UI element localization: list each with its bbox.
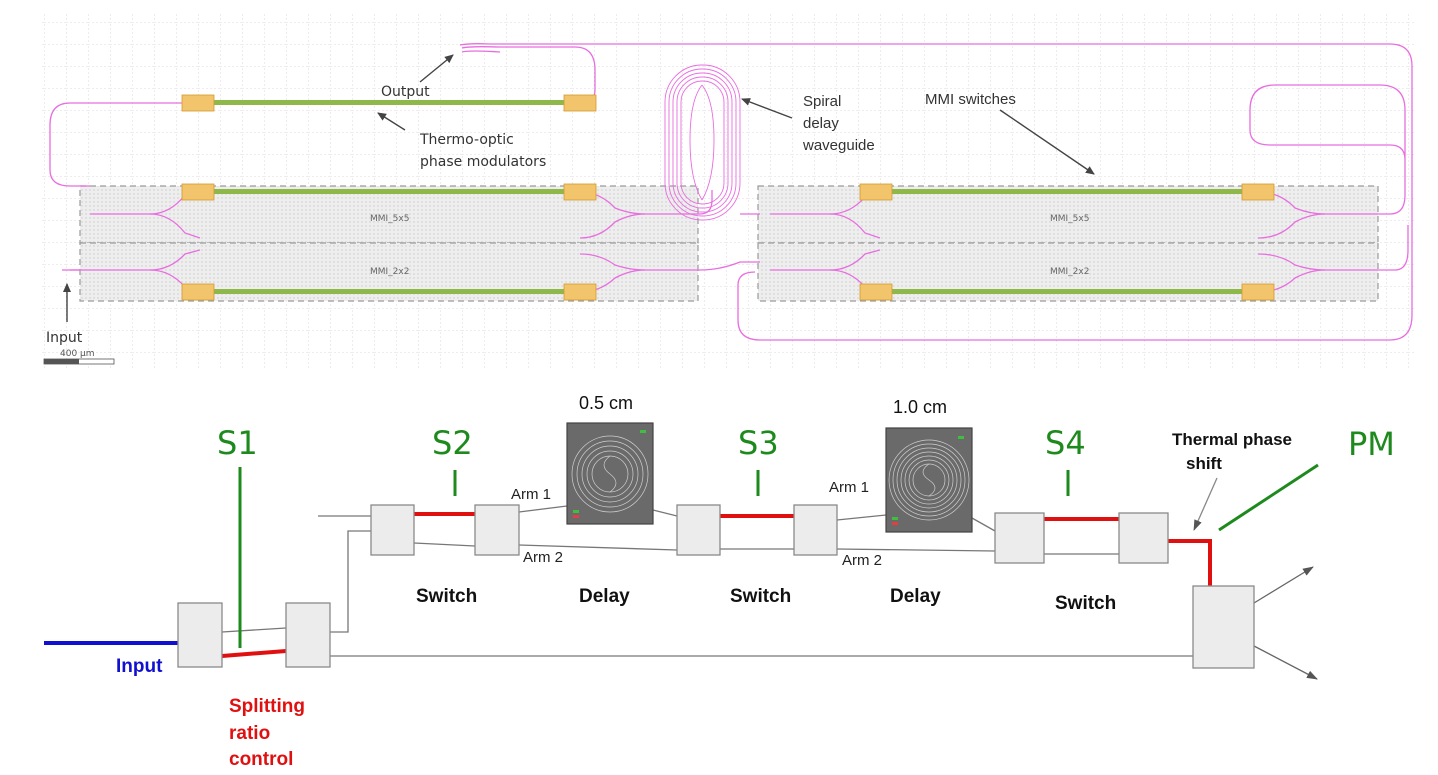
control-markers [238,463,1319,648]
pm-label: PM [1348,425,1395,463]
arm-1-label-a: Arm 1 [511,486,551,503]
mmi-5x5-left-label: MMI_5x5 [370,214,409,224]
switch-3-block-right [1118,512,1169,564]
spiral-arrow [741,98,793,119]
control-labels: S1 S2 S3 S4 PM [217,424,1395,463]
layout-input-label: Input [46,330,83,346]
scale-bar: 400 µm [43,349,115,365]
thermal-label-line2: shift [1186,454,1222,473]
phase-modulators [181,94,1275,301]
s3-label: S3 [738,424,779,462]
schematic-blocks [177,504,1255,669]
thermo-optic-arrow [377,112,406,131]
phase-modulator-right-2 [859,283,1275,301]
switch-1-block-left [370,504,415,556]
output-arrow-upper [1253,566,1314,604]
mmi-2x2-left-label: MMI_2x2 [370,267,409,277]
arm-2-label-b: Arm 2 [842,552,882,569]
mmi-2x2-right-label: MMI_2x2 [1050,267,1089,277]
delay-2-length: 1.0 cm [893,397,947,417]
stage-switch-1: Switch [416,586,477,607]
splitting-label-line2: ratio [229,723,270,744]
controlled-paths [221,512,1212,658]
thermo-optic-label-line2: phase modulators [420,154,546,170]
splitting-label-line1: Splitting [229,696,305,717]
arm-1-label-b: Arm 1 [829,479,869,496]
spiral-label-line1: Spiral [803,93,841,110]
schematic-waveguides [221,505,1193,657]
chip-layout: MMI_5x5 MMI_2x2 MMI_5x5 MMI_2x2 [42,14,1414,370]
schematic-input-label: Input [116,656,163,677]
output-arrow [419,54,454,83]
splitter-block-1 [177,602,223,668]
layout-annotations: Output Thermo-optic phase modulators Spi… [43,54,1095,365]
phase-modulator-left-2 [181,283,597,301]
schematic: S1 S2 S3 S4 PM 0.5 cm 1.0 cm Arm 1 Arm 2… [44,393,1395,770]
s1-label: S1 [217,424,258,462]
delay-1-length: 0.5 cm [579,393,633,413]
mmi-switches-arrow [999,109,1095,175]
delay-chip-2 [885,427,973,533]
scale-bar-label: 400 µm [60,349,95,359]
switch-2-block-right [793,504,838,556]
output-arrow-lower [1253,645,1318,680]
thermal-arrow [1193,477,1218,531]
mmi-5x5-right-label: MMI_5x5 [1050,214,1089,224]
mmi-switches-label: MMI switches [925,91,1016,108]
stage-delay-1: Delay [579,586,630,607]
switch-2-block-left [676,504,721,556]
arm-2-label-a: Arm 2 [523,549,563,566]
phase-modulator-top [181,94,597,112]
spiral-delay-waveguide [664,64,741,221]
splitting-label-line3: control [229,749,293,770]
stage-switch-3: Switch [1055,593,1116,614]
splitter-block-2 [285,602,331,668]
delay-chip-1 [566,422,654,525]
spiral-label-line2: delay [803,115,839,132]
thermo-optic-label-line1: Thermo-optic [419,132,514,148]
s2-label: S2 [432,424,473,462]
stage-switch-2: Switch [730,586,791,607]
switch-1-block-right [474,504,520,556]
switch-3-block-left [994,512,1045,564]
splitting-ratio-path [221,649,287,658]
phase-modulator-right-1 [859,183,1275,201]
s4-label: S4 [1045,424,1086,462]
phase-modulator-path [1168,539,1212,586]
output-combiner-block [1192,585,1255,669]
pm-marker [1218,463,1319,532]
thermal-label-line1: Thermal phase [1172,430,1292,449]
output-label: Output [381,84,430,100]
stage-labels: Switch Delay Switch Delay Switch [416,586,1116,614]
phase-modulator-left-1 [181,183,597,201]
spiral-label-line3: waveguide [802,137,875,154]
stage-delay-2: Delay [890,586,941,607]
